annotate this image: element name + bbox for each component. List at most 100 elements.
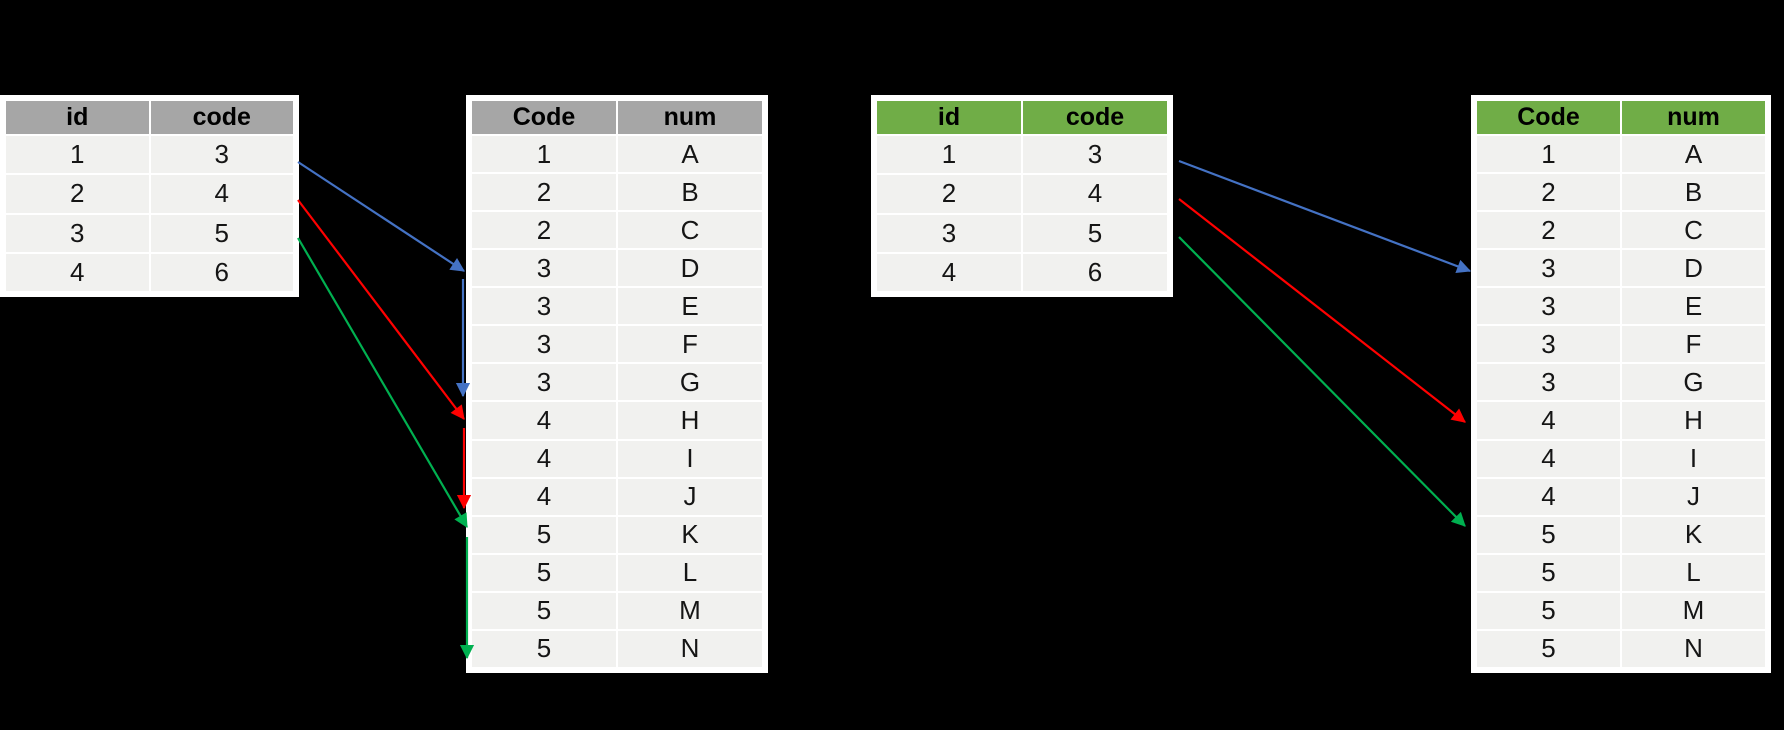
table-cell: F xyxy=(1622,326,1765,363)
table-cell: 5 xyxy=(150,214,293,252)
table-cell: 4 xyxy=(472,478,616,515)
table-cell: 2 xyxy=(877,175,1021,213)
table-cell: L xyxy=(618,554,762,591)
table-cell: A xyxy=(618,136,762,173)
left-red-join-arrow-segment-1 xyxy=(297,199,465,420)
table-cell: C xyxy=(618,212,762,249)
table-cell: N xyxy=(1622,630,1765,667)
table-cell: 4 xyxy=(877,253,1021,291)
column-header-num: num xyxy=(618,101,762,134)
table-cell: 3 xyxy=(472,326,616,363)
table-cell: 3 xyxy=(472,288,616,325)
table-cell: 3 xyxy=(877,214,1021,252)
column-header-code: Code xyxy=(1477,101,1620,134)
table-cell: 2 xyxy=(472,212,616,249)
right-red-join-arrow xyxy=(1178,198,1466,423)
table-cell: 4 xyxy=(1477,402,1620,439)
table-cell: 5 xyxy=(472,516,616,553)
table-cell: H xyxy=(618,402,762,439)
table-cell: 5 xyxy=(1477,554,1620,591)
left-green-join-arrow-segment-1 xyxy=(297,237,468,528)
table-cell: G xyxy=(618,364,762,401)
table-cell: 2 xyxy=(1477,212,1620,249)
column-header-code: code xyxy=(150,101,293,134)
table-cell: J xyxy=(1622,478,1765,515)
table-cell: N xyxy=(618,630,762,667)
column-header-id: id xyxy=(877,101,1021,134)
table-cell: 5 xyxy=(1477,592,1620,629)
table-cell: 1 xyxy=(6,136,149,174)
table-cell: B xyxy=(1622,174,1765,211)
table-cell: 4 xyxy=(1023,175,1167,213)
column-header-code: code xyxy=(1023,101,1167,134)
table-cell: B xyxy=(618,174,762,211)
table-cell: 6 xyxy=(150,253,293,291)
table-cell: H xyxy=(1622,402,1765,439)
table-cell: 4 xyxy=(6,253,149,291)
table-cell: K xyxy=(1622,516,1765,553)
table-cell: 1 xyxy=(472,136,616,173)
table-cell: D xyxy=(1622,250,1765,287)
table-cell: 3 xyxy=(1023,136,1167,174)
table-cell: 5 xyxy=(1477,630,1620,667)
table-cell: 3 xyxy=(1477,288,1620,325)
table-cell: E xyxy=(1622,288,1765,325)
table-cell: 5 xyxy=(472,592,616,629)
table-cell: M xyxy=(618,592,762,629)
table-cell: 3 xyxy=(1477,364,1620,401)
table-cell: 5 xyxy=(472,630,616,667)
right-green-join-arrow xyxy=(1178,236,1466,527)
table-cell: 5 xyxy=(1023,214,1167,252)
table-cell: C xyxy=(1622,212,1765,249)
table-cell: 2 xyxy=(6,175,149,213)
table-cell: 2 xyxy=(472,174,616,211)
column-header-id: id xyxy=(6,101,149,134)
table-cell: 3 xyxy=(472,364,616,401)
table-cell: 3 xyxy=(150,136,293,174)
table-cell: 1 xyxy=(1477,136,1620,173)
table-cell: M xyxy=(1622,592,1765,629)
right-blue-join-arrow xyxy=(1178,159,1472,274)
table-cell: 3 xyxy=(6,214,149,252)
table-cell: 4 xyxy=(1477,478,1620,515)
table-cell: I xyxy=(1622,440,1765,477)
table-cell: F xyxy=(618,326,762,363)
table-cell: 1 xyxy=(877,136,1021,174)
